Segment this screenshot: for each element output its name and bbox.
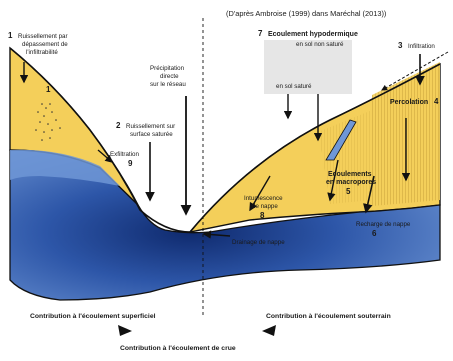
macropore-channel: [325, 119, 357, 161]
label-7-saturated: en sol saturé: [276, 83, 312, 90]
macropore-line2: en macropores: [326, 179, 376, 186]
drainage-label: Drainage de nappe: [232, 239, 285, 246]
macropore-flow-arrow: [327, 159, 339, 202]
label-7-unsaturated: en sol non saturé: [296, 41, 344, 48]
label-1-number: 1: [8, 31, 13, 40]
recharge-number: 6: [372, 229, 377, 238]
recharge-arrow: [363, 175, 375, 214]
contrib-flood-label: Contribution à l'écoulement de crue: [120, 345, 236, 352]
infiltration-dots-left: [35, 103, 61, 141]
ground-surface-line: [9, 47, 441, 233]
exfiltration-number: 9: [128, 159, 133, 168]
label-2-line2: surface saturée: [130, 131, 173, 138]
exfiltration-arrow: [97, 149, 113, 163]
label-2-line1: Ruissellement sur: [126, 123, 175, 130]
recharge-label: Recharge de nappe: [356, 221, 411, 228]
label-1-line3: l'infiltrabilité: [26, 49, 58, 56]
exfiltration-label: Exfiltration: [110, 151, 139, 158]
label-1-line2: dépassement de: [22, 41, 68, 48]
macropore-line1: Ecoulements: [328, 171, 372, 178]
label-2-number: 2: [116, 121, 121, 130]
contrib-underground-label: Contribution à l'écoulement souterrain: [266, 313, 391, 320]
label-7-number: 7: [258, 29, 263, 38]
contrib-right-arrowhead: [262, 325, 276, 336]
intumescence-line1: Intumescence: [244, 195, 283, 202]
label-1-line1: Ruissellement par: [18, 33, 68, 40]
precip-line1: Précipitation: [150, 65, 185, 72]
macropore-number: 5: [346, 187, 351, 196]
shallow-water-left: [10, 149, 120, 186]
subsurface-flow-label-box: [264, 40, 352, 94]
label-3-infiltration: Infiltration: [408, 43, 435, 50]
label-1-arrow-number: 1: [46, 85, 51, 94]
macropore-zone: [318, 110, 372, 204]
contrib-left-arrowhead: [118, 325, 132, 336]
intumescence-number: 8: [260, 211, 265, 220]
contrib-surface-label: Contribution à l'écoulement superficiel: [30, 313, 156, 320]
percolation-number: 4: [434, 97, 439, 106]
label-3-number: 3: [398, 41, 403, 50]
precip-line2: directe: [160, 73, 179, 80]
intumescence-line2: de nappe: [252, 203, 278, 210]
deep-aquifer: [9, 149, 441, 301]
drainage-arrow: [202, 230, 231, 239]
rain-arrow-dashed: [381, 51, 449, 91]
intumescence-arrow: [249, 175, 271, 212]
precip-line3: sur le réseau: [150, 81, 186, 88]
percolation-label: Percolation: [390, 99, 428, 106]
source-note: (D'après Ambroise (1999) dans Maréchal (…: [226, 9, 386, 18]
label-7-title: Ecoulement hypodermique: [268, 31, 358, 38]
